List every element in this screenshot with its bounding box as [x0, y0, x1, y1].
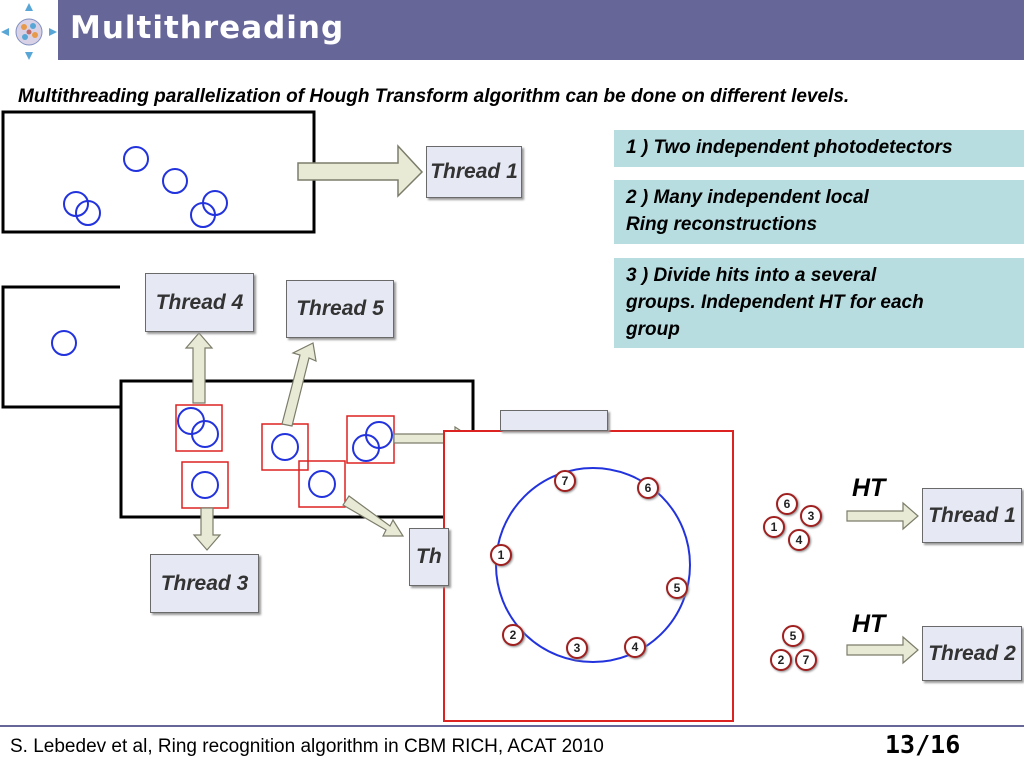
ring-hit: 4 [624, 636, 646, 658]
logo [0, 0, 58, 60]
level-2-line-1: 2 ) Many independent local [626, 187, 869, 208]
ring-hit: 2 [502, 624, 524, 646]
thread-2-right: Thread 2 [922, 626, 1022, 681]
level-3-line-2: groups. Independent HT for each [626, 292, 924, 313]
top-hits [63, 146, 228, 228]
arrow-to-thread-1 [297, 144, 424, 198]
level-1-text: 1 ) Two independent photodetectors [626, 137, 953, 158]
photodetector-bottom-left [1, 285, 120, 409]
footer-divider [0, 725, 1024, 727]
thread-3: Thread 3 [150, 554, 259, 613]
local-hits [177, 407, 393, 499]
subtitle: Multithreading parallelization of Hough … [18, 86, 850, 107]
group-2-hit: 2 [770, 649, 792, 671]
ht-label-1: HT [852, 474, 886, 502]
ring-hit: 7 [554, 470, 576, 492]
level-1-box: 1 ) Two independent photodetectors [614, 130, 1024, 167]
group-1-hit: 4 [788, 529, 810, 551]
level-2-line-2: Ring reconstructions [626, 214, 818, 235]
footer-citation: S. Lebedev et al, Ring recognition algor… [10, 736, 604, 757]
group-2-hit: 5 [782, 625, 804, 647]
hit [51, 330, 77, 356]
thread-partial-top [500, 410, 608, 431]
page-number: 13/16 [885, 730, 961, 759]
thread-1-right: Thread 1 [922, 488, 1022, 543]
header-bar: Multithreading [58, 0, 1024, 60]
level-3-line-1: 3 ) Divide hits into a several [626, 265, 877, 286]
ht-arrows [846, 501, 919, 665]
thread-1-top: Thread 1 [426, 146, 522, 198]
ring-hit: 3 [566, 637, 588, 659]
ring-hit: 1 [490, 544, 512, 566]
thread-4: Thread 4 [145, 273, 254, 332]
level-3-line-3: group [626, 319, 680, 340]
group-2-hit: 7 [795, 649, 817, 671]
thread-partial-mid: Th [409, 528, 449, 586]
thread-arrows [184, 332, 474, 551]
level-3-box: 3 ) Divide hits into a several groups. I… [614, 258, 1024, 348]
ring-hit: 5 [666, 577, 688, 599]
group-1-hit: 6 [776, 493, 798, 515]
ring-hit: 6 [637, 477, 659, 499]
page-title: Multithreading [70, 10, 345, 46]
photodetector-top [1, 110, 316, 234]
group-1-hit: 3 [800, 505, 822, 527]
ht-label-2: HT [852, 610, 886, 638]
thread-5: Thread 5 [286, 280, 394, 338]
ring-zoom-panel [443, 430, 734, 722]
logo-icon [1, 3, 57, 60]
level-2-box: 2 ) Many independent local Ring reconstr… [614, 180, 1024, 244]
group-1-hit: 1 [763, 516, 785, 538]
